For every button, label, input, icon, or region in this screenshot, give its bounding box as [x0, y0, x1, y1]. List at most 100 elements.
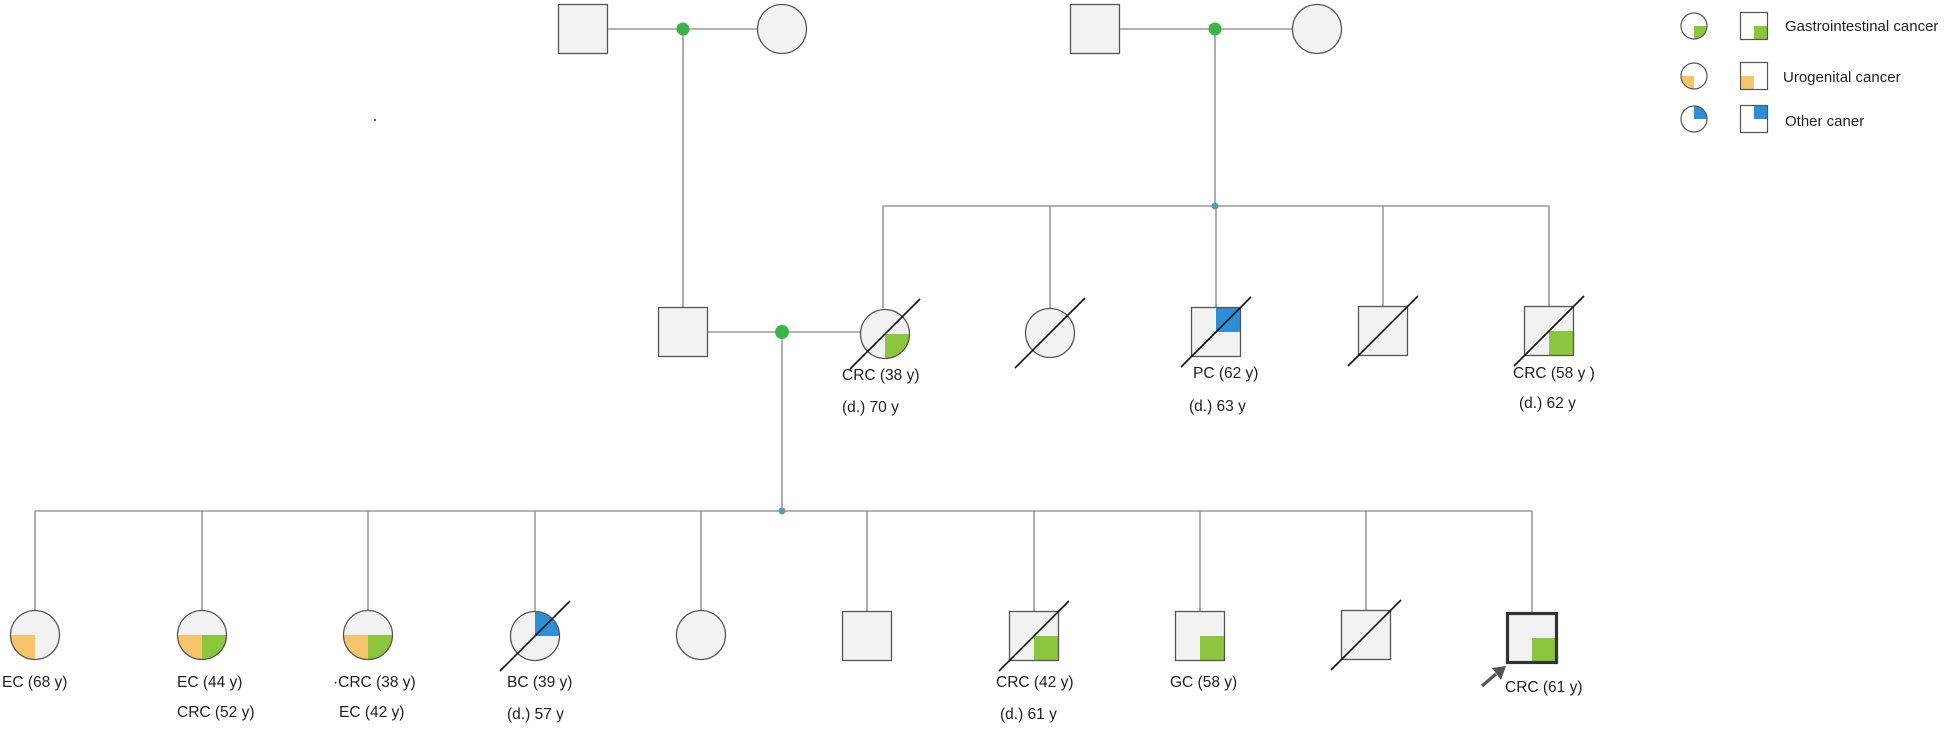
stray-dot	[374, 119, 376, 121]
individuals: CRC (38 y) (d.) 70 y PC (62 y) (d.) 63 y CRC…	[2, 3, 1595, 723]
age-label: (d.) 62 y	[1519, 395, 1576, 412]
individual-g2-uncle-pc: PC (62 y) (d.) 63 y	[1180, 296, 1258, 415]
symbol-outline	[657, 306, 709, 358]
legend-male-outline	[1739, 11, 1769, 41]
legend-female-outline	[1680, 105, 1708, 133]
legend-male-outline	[1739, 61, 1769, 91]
connector-nodes	[374, 22, 1222, 515]
symbol-outline	[675, 609, 727, 661]
age-label: (d.) 61 y	[1000, 706, 1057, 723]
individual-g3-sister-1: EC (68 y)	[2, 609, 67, 691]
legend-label: Gastrointestinal cancer	[1785, 18, 1938, 35]
legend-female-gastrointestinal-icon	[1694, 26, 1707, 39]
individual-g3-brother-4	[1330, 599, 1402, 671]
legend-item-urogenital: Urogenital cancer	[1680, 61, 1901, 91]
age-label: (d.) 63 y	[1189, 398, 1246, 415]
age-label: CRC (42 y)	[996, 674, 1074, 691]
urogenital-quadrant	[177, 635, 202, 660]
individual-g3-sister-5	[675, 609, 727, 661]
sibship-node	[1211, 202, 1219, 210]
symbol-outline	[1505, 611, 1559, 665]
urogenital-quadrant	[343, 635, 368, 660]
age-label: (d.) 57 y	[507, 706, 564, 723]
gastrointestinal-quadrant	[1549, 331, 1574, 356]
proband-arrow-icon	[1480, 666, 1506, 688]
age-label: CRC (52 y)	[177, 704, 255, 721]
individual-g3-sister-2: EC (44 y) CRC (52 y)	[176, 609, 255, 721]
symbol-outline	[9, 609, 61, 661]
individual-g1-grandfather-paternal	[557, 3, 609, 55]
age-label: BC (39 y)	[507, 674, 572, 691]
individual-g1-grandmother-paternal	[756, 3, 808, 55]
age-label: (d.) 70 y	[842, 399, 899, 416]
legend-female-other-icon	[1694, 106, 1707, 119]
individual-g3-sister-3: ·CRC (38 y)EC (42 y)	[333, 609, 416, 721]
deceased-slash	[499, 600, 571, 672]
legend-label: Other caner	[1785, 113, 1864, 130]
age-label: PC (62 y)	[1193, 365, 1258, 382]
individual-g2-uncle-crc: CRC (58 y ) (d.) 62 y	[1513, 295, 1595, 412]
individual-g2-mother: CRC (38 y) (d.) 70 y	[842, 298, 921, 416]
legend-label: Urogenital cancer	[1783, 69, 1901, 86]
symbol-outline	[1523, 305, 1575, 357]
individual-g3-sister-4: BC (39 y) (d.) 57 y	[499, 600, 572, 723]
mating-node	[1208, 22, 1222, 36]
deceased-slash	[1513, 295, 1585, 367]
female-symbol	[1292, 4, 1342, 54]
male-symbol	[558, 4, 608, 54]
individual-g3-proband: CRC (61 y)	[1480, 611, 1583, 696]
symbol-outline	[509, 610, 561, 662]
legend-item-gastrointestinal: Gastrointestinal cancer	[1680, 11, 1938, 41]
legend-female-urogenital-icon	[1681, 76, 1694, 89]
female-symbol	[676, 610, 726, 660]
age-label: EC (68 y)	[2, 674, 67, 691]
age-label: GC (58 y)	[1170, 674, 1237, 691]
symbol-outline	[859, 308, 911, 360]
symbol-outline	[1008, 610, 1060, 662]
deceased-slash	[1014, 297, 1086, 369]
legend-male-gastrointestinal-icon	[1754, 26, 1768, 40]
gastrointestinal-quadrant	[202, 635, 227, 660]
deceased-slash	[1180, 296, 1252, 368]
symbol-outline	[557, 3, 609, 55]
symbol-outline	[756, 3, 808, 55]
deceased-slash	[1330, 599, 1402, 671]
deceased-slash	[1347, 295, 1419, 367]
individual-g1-grandmother-maternal	[1291, 3, 1343, 55]
gastrointestinal-quadrant	[1200, 636, 1225, 661]
symbol-outline	[1024, 307, 1076, 359]
symbol-outline	[1174, 610, 1226, 662]
male-symbol	[658, 307, 708, 357]
mating-node	[676, 22, 690, 36]
individual-g2-uncle	[1347, 295, 1419, 367]
individual-g3-brother-3: GC (58 y)	[1170, 610, 1237, 691]
male-symbol	[842, 611, 892, 661]
individual-g3-brother-2: CRC (42 y) (d.) 61 y	[996, 600, 1074, 723]
symbol-outline	[176, 609, 228, 661]
relationship-lines	[34, 28, 1550, 612]
deceased-slash	[998, 600, 1070, 672]
symbol-outline	[342, 609, 394, 661]
symbol-outline	[1340, 609, 1392, 661]
legend-item-other: Other caner	[1680, 104, 1864, 134]
legend-male-outline	[1739, 104, 1769, 134]
legend-male-other-icon	[1754, 105, 1768, 119]
age-label: CRC (38 y)	[842, 367, 920, 384]
symbol-outline	[841, 610, 893, 662]
individual-g3-brother-1	[841, 610, 893, 662]
age-label: EC (44 y)	[177, 674, 242, 691]
gastrointestinal-quadrant	[368, 635, 393, 660]
gastrointestinal-quadrant	[1532, 638, 1557, 663]
symbol-outline	[1069, 3, 1121, 55]
legend-male-urogenital-icon	[1740, 76, 1754, 90]
age-label: ·CRC (38 y)	[333, 674, 416, 691]
individual-g2-aunt	[1014, 297, 1086, 369]
age-label: CRC (58 y )	[1513, 365, 1595, 382]
legend-female-outline	[1680, 62, 1708, 90]
individual-g1-grandfather-maternal	[1069, 3, 1121, 55]
age-label: CRC (61 y)	[1505, 679, 1583, 696]
mating-node	[775, 325, 789, 339]
symbol-outline	[1291, 3, 1343, 55]
symbol-outline	[1190, 306, 1242, 358]
